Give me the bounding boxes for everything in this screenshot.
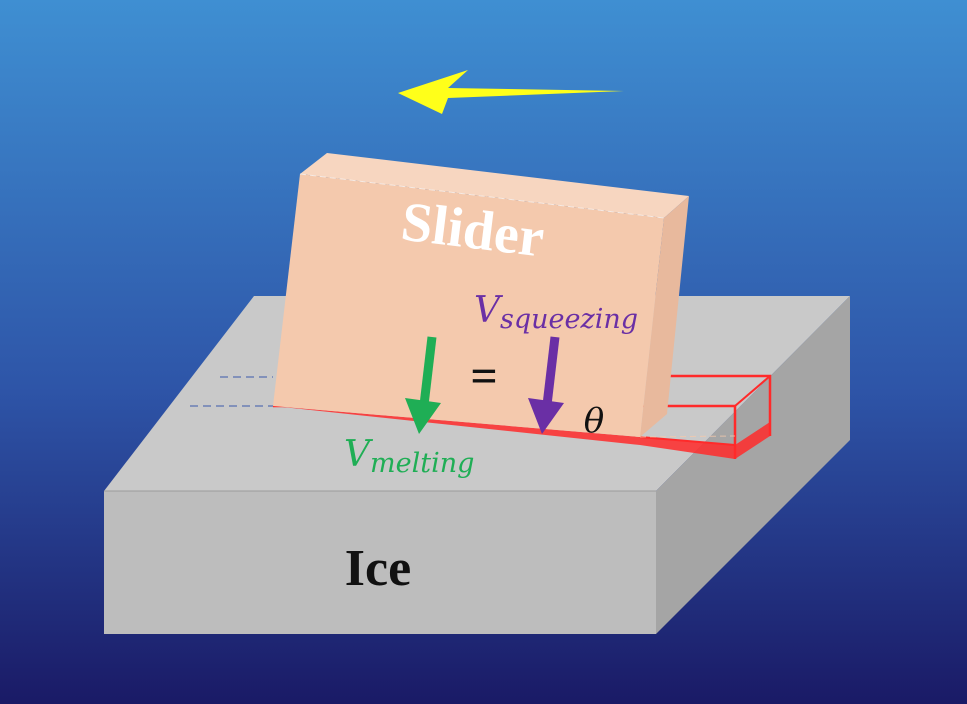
- v-squeezing-label: Vsqueezing: [474, 290, 638, 335]
- v-melting-arrow: [405, 336, 441, 434]
- equals-sign: =: [470, 350, 497, 403]
- slider-right-face: [640, 196, 689, 437]
- slider-front-face: [273, 174, 664, 437]
- v-squeezing-subscript: squeezing: [500, 304, 638, 335]
- slider-top-face: [300, 153, 689, 218]
- arrow-down-icon: [405, 398, 441, 434]
- ice-right-face: [656, 296, 850, 634]
- arrow-down-icon: [528, 398, 564, 434]
- ice-label: Ice: [345, 540, 411, 597]
- v-squeezing-base: V: [474, 290, 504, 331]
- angle-theta-label: θ: [584, 401, 604, 441]
- melt-wedge: [273, 406, 770, 459]
- v-melting-label: Vmelting: [344, 434, 474, 479]
- arrow-left-icon: [398, 70, 624, 114]
- v-melting-subscript: melting: [370, 448, 474, 479]
- ice-front-face: [104, 491, 656, 634]
- v-squeezing-arrow: [528, 336, 564, 434]
- slider-block: Slider: [273, 153, 736, 438]
- v-melting-base: V: [344, 434, 374, 475]
